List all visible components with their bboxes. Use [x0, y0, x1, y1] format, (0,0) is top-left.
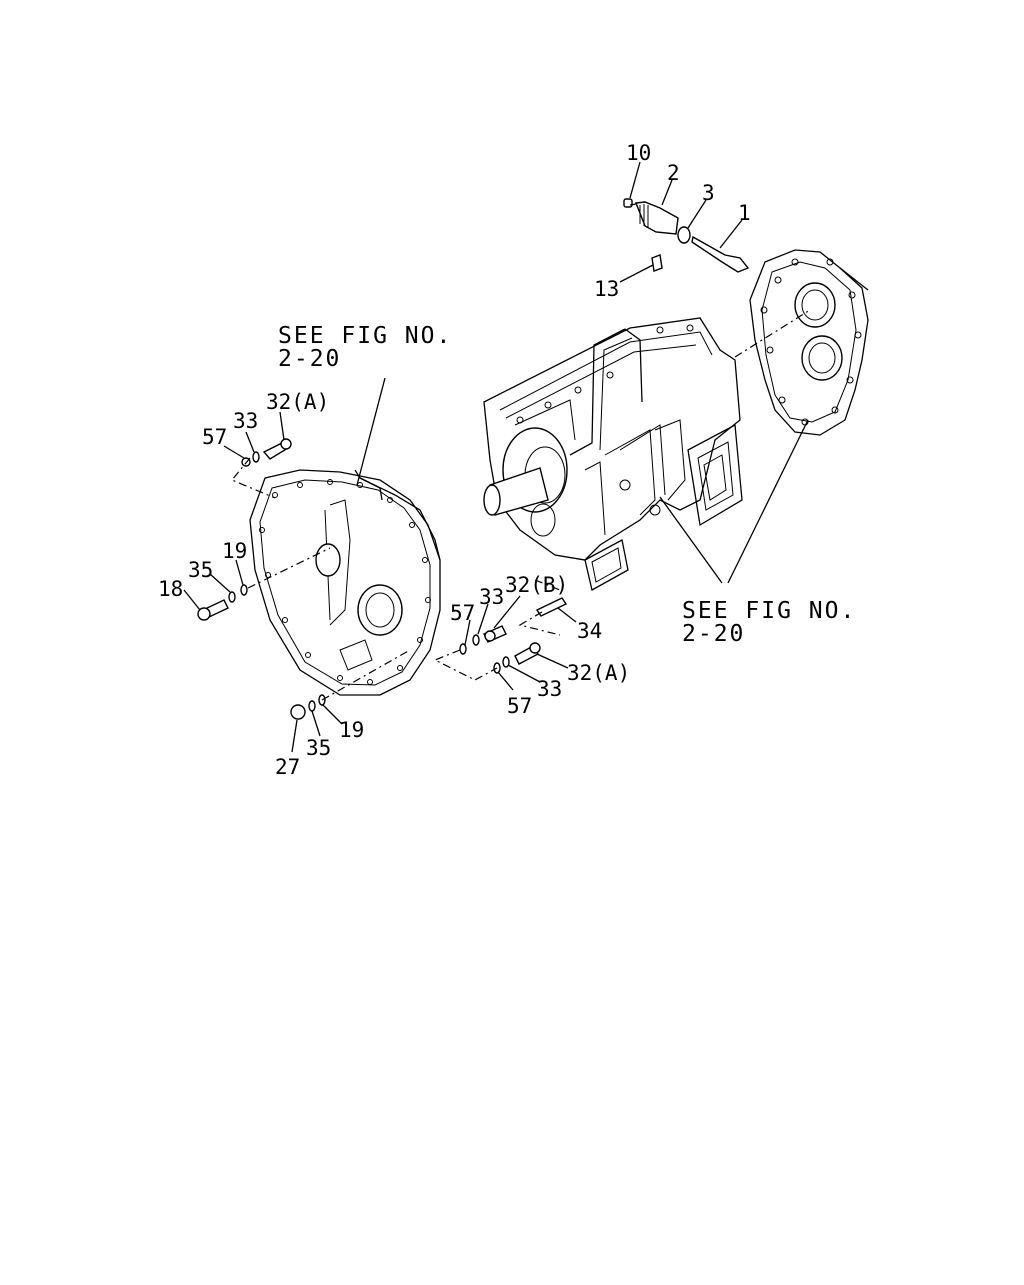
callout-label: 10 — [626, 141, 651, 165]
part-10-plug — [623, 198, 633, 208]
callout-labels: 10 2 3 1 13 32(A) 33 57 19 35 18 57 33 3… — [158, 141, 751, 779]
part-13-bolt — [651, 254, 663, 272]
assembly-lines — [231, 203, 811, 701]
rear-cover — [749, 249, 869, 436]
callout-label: 32(A) — [567, 661, 630, 685]
callout-label: 19 — [339, 718, 364, 742]
leader-lines — [183, 161, 809, 753]
callout-label: 13 — [594, 277, 619, 301]
callout-label: 33 — [233, 409, 258, 433]
callout-label: 18 — [158, 577, 183, 601]
reference-note-right-line1: SEE FIG NO. — [682, 598, 856, 624]
callout-label: 32(B) — [505, 573, 568, 597]
callout-label: 27 — [275, 755, 300, 779]
callout-label: 33 — [537, 677, 562, 701]
callout-label: 35 — [188, 558, 213, 582]
part-3-oring — [677, 226, 691, 244]
part-1-shaft — [691, 235, 750, 273]
callout-label: 33 — [479, 585, 504, 609]
callout-label: 32(A) — [266, 390, 329, 414]
part-2-switch — [635, 201, 679, 235]
callout-label: 34 — [577, 619, 602, 643]
callout-label: 2 — [667, 161, 680, 185]
callout-label: 57 — [507, 694, 532, 718]
transmission-case — [483, 317, 743, 591]
callout-label: 35 — [306, 736, 331, 760]
fasteners — [197, 438, 568, 720]
switch-assembly — [623, 198, 750, 273]
reference-notes: SEE FIG NO. 2-20 SEE FIG NO. 2-20 — [278, 323, 856, 647]
clutch-housing — [249, 469, 441, 696]
callout-label: 57 — [202, 425, 227, 449]
callout-label: 57 — [450, 601, 475, 625]
reference-note-left-line1: SEE FIG NO. — [278, 323, 452, 349]
callout-label: 19 — [222, 539, 247, 563]
reference-note-left-line2: 2-20 — [278, 346, 341, 372]
callout-label: 1 — [738, 201, 751, 225]
callout-label: 3 — [702, 181, 715, 205]
reference-note-right-line2: 2-20 — [682, 621, 745, 647]
